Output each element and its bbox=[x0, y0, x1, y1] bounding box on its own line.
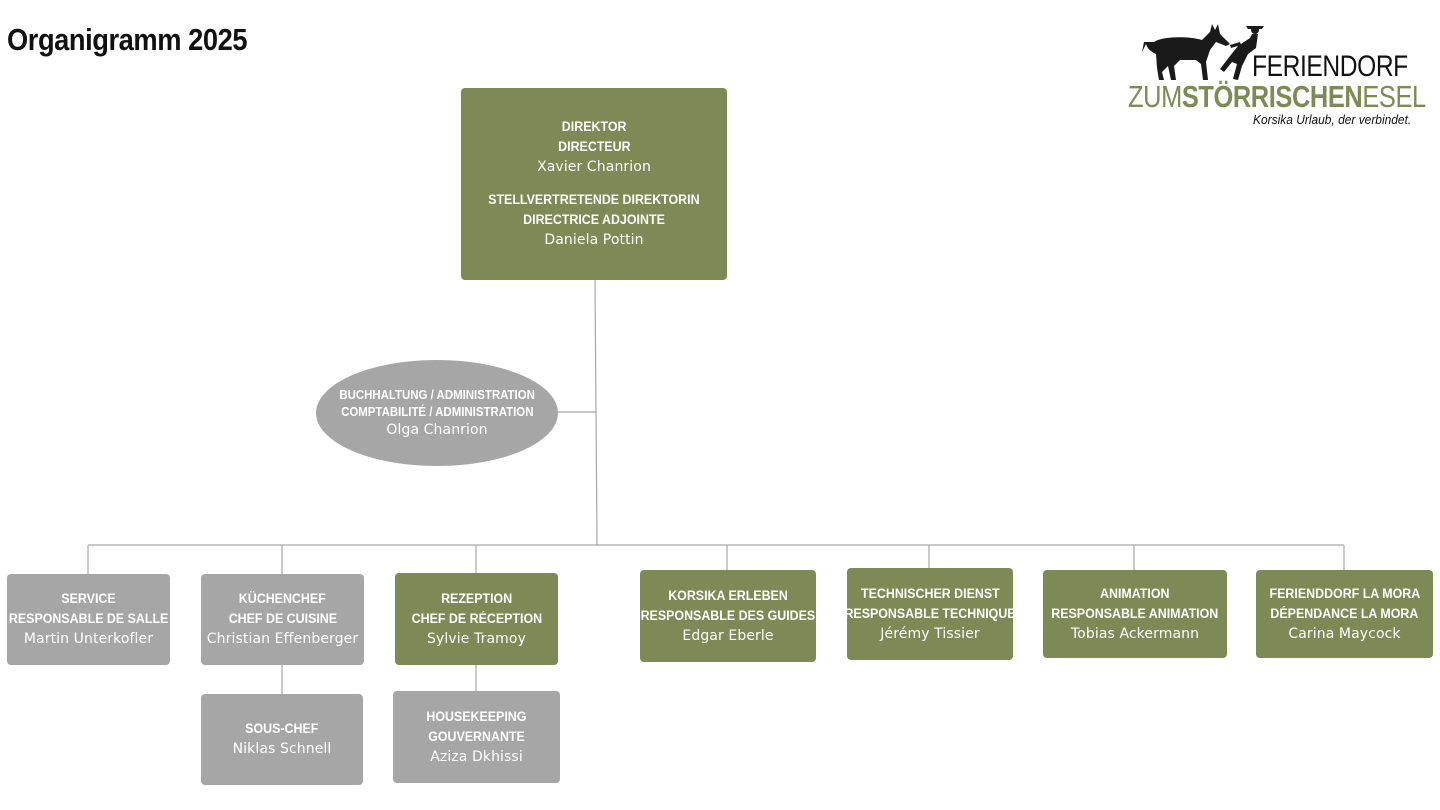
logo-word-esel: ESEL bbox=[1362, 79, 1426, 114]
department-box-kitchen: KÜCHENCHEF CHEF DE CUISINE Christian Eff… bbox=[201, 574, 364, 665]
department-box-korsika-erleben: KORSIKA ERLEBEN RESPONSABLE DES GUIDES E… bbox=[640, 570, 816, 662]
department-name: Martin Unterkofler bbox=[23, 631, 154, 647]
sub-unit-name: Aziza Dkhissi bbox=[430, 748, 523, 765]
admin-role-de: BUCHHALTUNG / ADMINISTRATION bbox=[339, 387, 535, 402]
department-role-fr: DÉPENDANCE LA MORA bbox=[1270, 605, 1419, 621]
department-box-la-mora: FERIENDDORF LA MORA DÉPENDANCE LA MORA C… bbox=[1256, 570, 1433, 658]
department-name: Sylvie Tramoy bbox=[427, 630, 526, 647]
department-box-technical: TECHNISCHER DIENST RESPONSABLE TECHNIQUE… bbox=[844, 568, 1016, 660]
deputy-name: Daniela Pottin bbox=[544, 232, 644, 248]
department-role-de: KÜCHENCHEF bbox=[239, 591, 326, 606]
logo-tagline: Korsika Urlaub, der verbindet. bbox=[1253, 112, 1412, 127]
page-title: Organigramm 2025 bbox=[7, 22, 248, 57]
deputy-role-de: STELLVERTRETENDE DIREKTORIN bbox=[488, 192, 700, 207]
department-role-de: FERIENDDORF LA MORA bbox=[1269, 585, 1420, 601]
department-role-de: REZEPTION bbox=[440, 590, 513, 606]
department-box-reception: REZEPTION CHEF DE RÉCEPTION Sylvie Tramo… bbox=[395, 573, 558, 665]
department-role-de: KORSIKA ERLEBEN bbox=[668, 587, 788, 603]
logo-word-zum: ZUM bbox=[1128, 79, 1182, 114]
department-role-fr: RESPONSABLE DE SALLE bbox=[8, 611, 169, 626]
donkey-and-man-logo-icon bbox=[1142, 24, 1264, 80]
department-box-service: SERVICE RESPONSABLE DE SALLE Martin Unte… bbox=[7, 574, 170, 665]
sub-unit-role-fr: GOUVERNANTE bbox=[428, 728, 525, 744]
logo-word-stoerrischen: STÖRRISCHEN bbox=[1181, 79, 1363, 114]
director-name: Xavier Chanrion bbox=[537, 159, 651, 175]
department-box-animation: ANIMATION RESPONSABLE ANIMATION Tobias A… bbox=[1043, 570, 1227, 658]
department-name: Tobias Ackermann bbox=[1070, 625, 1200, 642]
sub-unit-box-sous-chef: SOUS-CHEF Niklas Schnell bbox=[201, 694, 363, 785]
department-role-de: TECHNISCHER DIENST bbox=[860, 585, 1000, 601]
logo-line-name: ZUMSTÖRRISCHENESEL bbox=[1128, 79, 1426, 115]
sub-unit-box-housekeeping: HOUSEKEEPING GOUVERNANTE Aziza Dkhissi bbox=[393, 691, 560, 783]
department-role-de: SERVICE bbox=[61, 591, 116, 606]
director-box: DIREKTOR DIRECTEUR Xavier Chanrion STELL… bbox=[461, 88, 727, 280]
deputy-role-fr: DIRECTRICE ADJOINTE bbox=[523, 212, 665, 227]
department-role-fr: CHEF DE RÉCEPTION bbox=[411, 610, 542, 626]
department-role-de: ANIMATION bbox=[1100, 585, 1170, 601]
logo-line-feriendorf: FERIENDORF bbox=[1252, 50, 1408, 83]
department-name: Edgar Eberle bbox=[682, 627, 774, 644]
admin-name: Olga Chanrion bbox=[386, 422, 488, 438]
sub-unit-role: SOUS-CHEF bbox=[245, 721, 319, 736]
admin-oval: BUCHHALTUNG / ADMINISTRATION COMPTABILIT… bbox=[316, 360, 558, 466]
sub-unit-name: Niklas Schnell bbox=[232, 741, 332, 757]
department-name: Jérémy Tissier bbox=[880, 625, 980, 642]
department-role-fr: RESPONSABLE ANIMATION bbox=[1051, 605, 1219, 621]
department-role-fr: RESPONSABLE DES GUIDES bbox=[640, 607, 816, 623]
department-name: Carina Maycock bbox=[1288, 625, 1401, 642]
director-role-fr: DIRECTEUR bbox=[557, 139, 631, 154]
department-name: Christian Effenberger bbox=[206, 631, 359, 647]
sub-unit-role-de: HOUSEKEEPING bbox=[426, 708, 527, 724]
department-role-fr: CHEF DE CUISINE bbox=[228, 611, 337, 626]
director-role-de: DIREKTOR bbox=[561, 119, 627, 134]
admin-role-fr: COMPTABILITÉ / ADMINISTRATION bbox=[340, 404, 534, 419]
department-role-fr: RESPONSABLE TECHNIQUE bbox=[844, 605, 1016, 621]
company-logo: FERIENDORF ZUMSTÖRRISCHENESEL Korsika Ur… bbox=[1128, 22, 1438, 132]
